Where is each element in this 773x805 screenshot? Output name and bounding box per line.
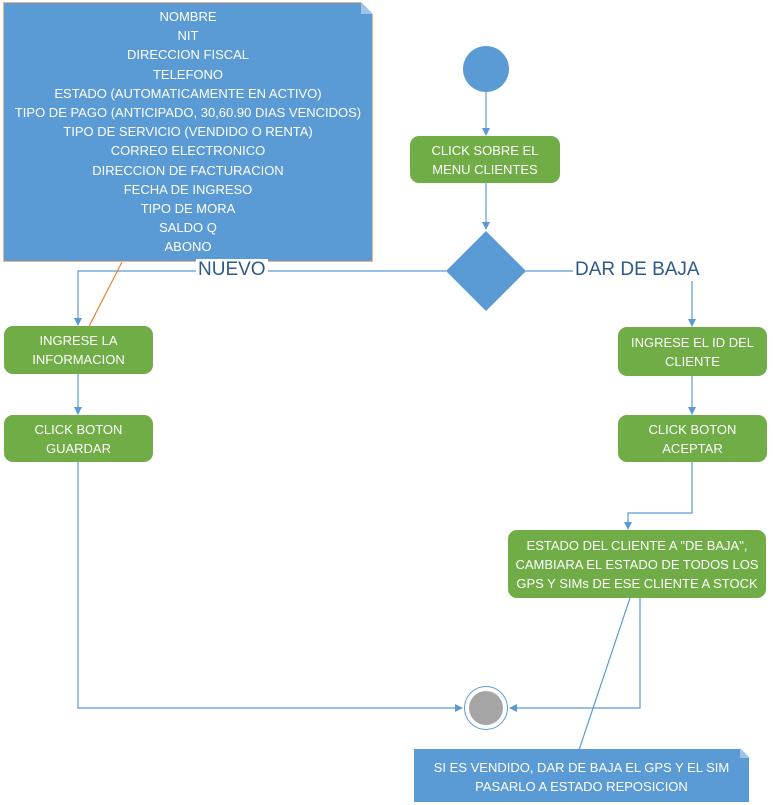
action-text: CAMBIARA EL ESTADO DE TODOS LOS	[515, 556, 759, 572]
note-line: CORREO ELECTRONICO	[110, 143, 266, 159]
note-line: DIRECCION FISCAL	[126, 47, 250, 63]
decision-diamond	[446, 231, 526, 311]
action-text: ACEPTAR	[662, 440, 723, 456]
branch-label-dar-de-baja: DAR DE BAJA	[573, 259, 702, 281]
note-line: TIPO DE MORA	[140, 201, 236, 217]
flow-aceptar-to-estado	[624, 462, 693, 530]
action-estado-de-baja: ESTADO DEL CLIENTE A "DE BAJA", CAMBIARA…	[508, 530, 766, 598]
action-click-aceptar: CLICK BOTON ACEPTAR	[618, 415, 767, 462]
vendido-note: SI ES VENDIDO, DAR DE BAJA EL GPS Y EL S…	[414, 748, 750, 802]
note-line: ABONO	[164, 239, 212, 255]
action-text: CLICK BOTON	[648, 421, 737, 437]
flow-guardar-to-end	[77, 462, 463, 712]
note-line: PASARLO A ESTADO REPOSICION	[475, 779, 688, 794]
action-ingrese-informacion: INGRESE LA INFORMACION	[4, 326, 153, 374]
note-line: ESTADO (AUTOMATICAMENTE EN ACTIVO)	[54, 85, 322, 101]
action-click-guardar: CLICK BOTON GUARDAR	[4, 415, 153, 462]
note-line: TELEFONO	[152, 66, 224, 82]
note-fold-corner	[740, 748, 750, 758]
note-line: FECHA DE INGRESO	[123, 181, 253, 197]
note-line: SI ES VENDIDO, DAR DE BAJA EL GPS Y EL S…	[433, 760, 730, 775]
client-fields-note: NOMBRE NIT DIRECCION FISCAL TELEFONO EST…	[3, 2, 373, 262]
note-line: DIRECCION DE FACTURACION	[92, 162, 284, 178]
flow-estado-to-end	[509, 598, 641, 712]
note-line: TIPO DE SERVICIO (VENDIDO O RENTA)	[63, 124, 313, 140]
end-node-core	[469, 691, 503, 725]
action-text: CLIENTE	[665, 353, 720, 369]
action-text: INFORMACION	[32, 352, 125, 367]
action-ingrese-id-cliente: INGRESE EL ID DEL CLIENTE	[618, 327, 767, 376]
action-text: CLICK SOBRE EL	[431, 142, 539, 158]
action-text: GPS Y SIMs DE ESE CLIENTE A STOCK	[516, 575, 758, 591]
start-node	[463, 46, 509, 92]
branch-label-nuevo: NUEVO	[196, 259, 268, 281]
note-line: SALDO Q	[159, 220, 217, 236]
action-text: GUARDAR	[45, 440, 111, 456]
action-text: INGRESE LA	[39, 333, 118, 348]
action-click-menu-clientes: CLICK SOBRE EL MENU CLIENTES	[410, 136, 560, 183]
note-line: NOMBRE	[159, 9, 217, 24]
action-text: MENU CLIENTES	[432, 161, 538, 177]
flow-decision-to-nuevo	[74, 270, 446, 326]
note-line: TIPO DE PAGO (ANTICIPADO, 30,60.90 DIAS …	[14, 105, 362, 121]
note-connector-bottom	[577, 597, 631, 754]
note-line: NIT	[177, 28, 199, 44]
end-node	[464, 686, 508, 730]
note-fold-corner	[361, 2, 373, 14]
action-text: ESTADO DEL CLIENTE A "DE BAJA",	[526, 537, 748, 553]
action-text: INGRESE EL ID DEL	[630, 334, 755, 350]
action-text: CLICK BOTON	[34, 421, 123, 437]
